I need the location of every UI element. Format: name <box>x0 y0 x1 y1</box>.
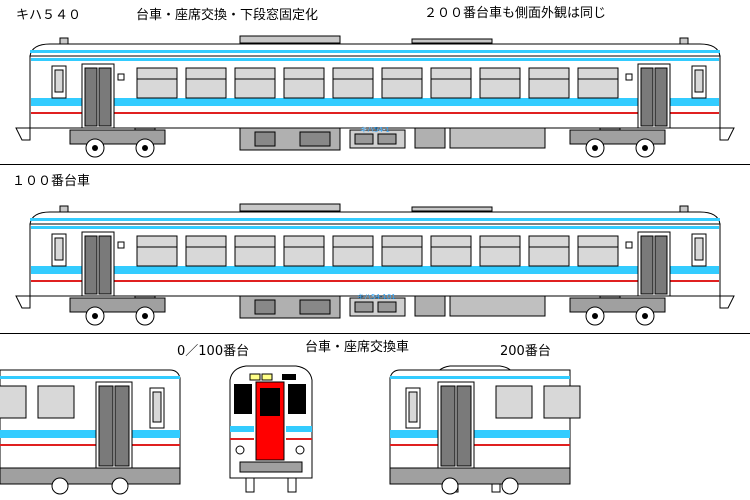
separator-line-2 <box>0 333 750 334</box>
separator-line-1 <box>0 164 750 165</box>
car-front-0-100-series <box>229 365 313 493</box>
model-label: キハ５４０ <box>16 8 82 23</box>
car-side-view-100-series <box>15 203 735 326</box>
car-number-label-2: キハ54-101 <box>357 293 396 301</box>
front-200-label: 200番台 <box>500 344 551 359</box>
car-number-label-1: キハ54-1 <box>360 126 390 134</box>
front-0-100-label: 0／100番台 <box>177 344 250 359</box>
change-label-bottom: 台車・座席交換車 <box>305 340 410 355</box>
note-200-label: ２００番台車も側面外観は同じ <box>424 6 607 21</box>
series-100-label: １００番台車 <box>12 174 91 189</box>
car-side-view-0-series <box>15 35 735 158</box>
car-end-right <box>389 369 581 495</box>
change-label-top: 台車・座席交換・下段窓固定化 <box>136 8 319 23</box>
car-end-left <box>0 369 181 495</box>
